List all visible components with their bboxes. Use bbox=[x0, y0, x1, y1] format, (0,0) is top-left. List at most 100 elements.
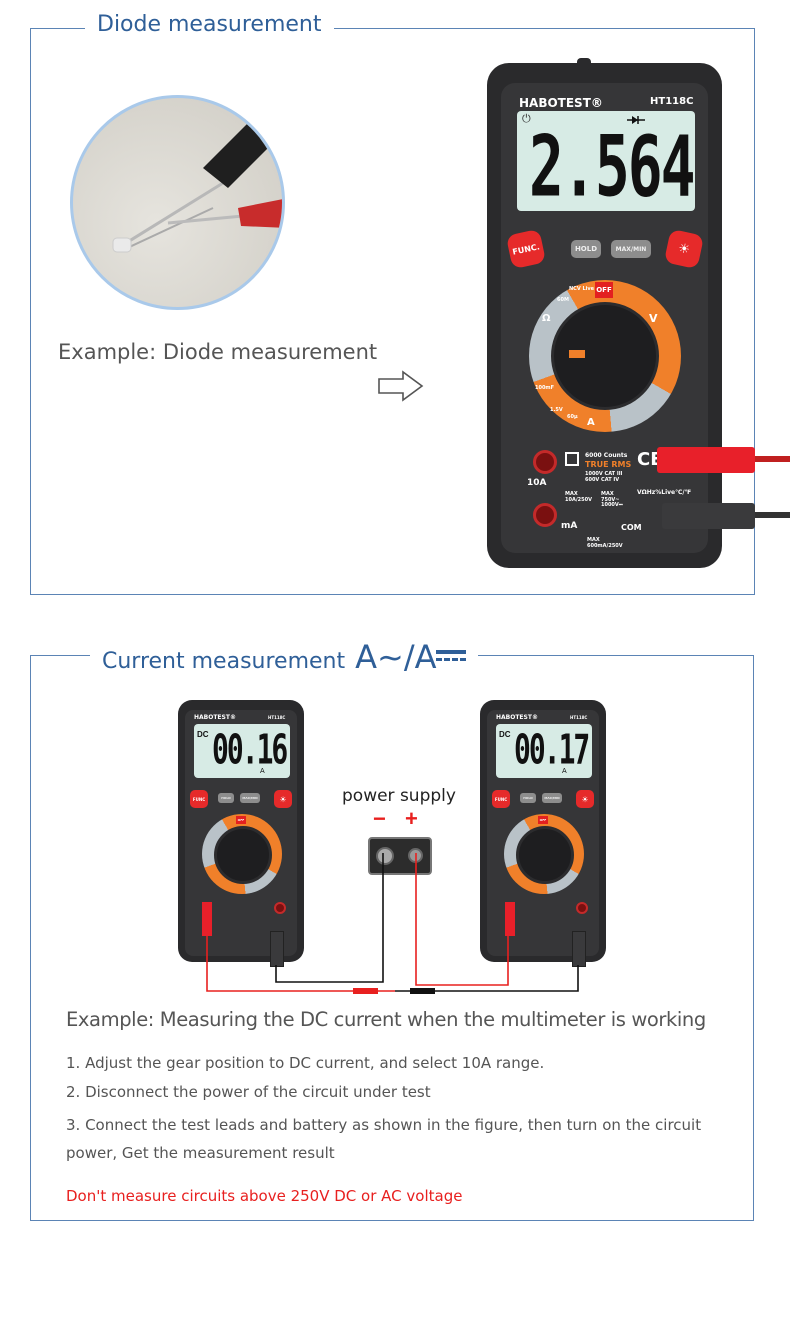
positive-terminal bbox=[408, 848, 423, 863]
backlight-icon: ☀ bbox=[581, 794, 589, 804]
dial-label-ohm: Ω bbox=[542, 313, 551, 324]
jack-ma-label: mA bbox=[561, 521, 578, 531]
hold-button[interactable]: HOLD bbox=[218, 793, 234, 803]
diode-photo bbox=[70, 95, 285, 310]
power-icon: ⏻ bbox=[522, 113, 531, 125]
ac-current-symbol: A~ bbox=[355, 638, 404, 676]
max-ma-label: MAX 600mA/250V bbox=[587, 537, 623, 549]
dc-symbol-icon bbox=[436, 650, 467, 662]
hold-button[interactable]: HOLD bbox=[571, 240, 601, 258]
dial-label-60m-ohm: 60M bbox=[557, 297, 569, 303]
negative-terminal bbox=[376, 847, 394, 865]
current-section-title: Current measurement bbox=[102, 649, 346, 674]
step-1: 1. Adjust the gear position to DC curren… bbox=[66, 1054, 545, 1072]
rotary-dial[interactable] bbox=[504, 814, 584, 894]
black-test-lead bbox=[662, 503, 755, 529]
backlight-icon: ☀ bbox=[279, 794, 287, 804]
diode-section-frame bbox=[30, 28, 755, 595]
cat-rating: 1000V CAT III 600V CAT IV bbox=[585, 471, 623, 483]
black-test-lead-right bbox=[572, 931, 586, 967]
jack-ma bbox=[533, 503, 557, 527]
black-lead-wire bbox=[755, 512, 790, 518]
meter-model: HT118C bbox=[650, 96, 694, 107]
dial-pointer bbox=[569, 350, 585, 358]
dial-label-a: A bbox=[587, 417, 595, 428]
diode-example-text: Example: Diode measurement bbox=[58, 340, 378, 364]
diode-section-title: Diode measurement bbox=[85, 12, 334, 37]
dial-off-label: OFF bbox=[236, 816, 246, 824]
maxmin-button[interactable]: MAX/MIN bbox=[240, 793, 260, 803]
dial-label-100mf: 100mF bbox=[535, 385, 555, 391]
meter-brand: HABOTEST® bbox=[519, 96, 603, 110]
symbol-separator: / bbox=[403, 638, 415, 676]
dial-label-60u: 60μ bbox=[567, 414, 578, 420]
meter-top-nub bbox=[577, 58, 591, 70]
black-test-lead-left bbox=[270, 931, 284, 967]
double-insulation-icon bbox=[565, 452, 579, 466]
com-label: COM bbox=[621, 523, 642, 532]
multimeter-right: HABOTEST® HT118C DC 00.17 A FUNC HOLD MA… bbox=[480, 696, 606, 966]
backlight-icon: ☀ bbox=[676, 240, 692, 258]
dial-label-ncv-live: NCV Live bbox=[569, 286, 595, 292]
red-test-lead-left bbox=[202, 902, 212, 936]
meter-lcd: DC 00.17 A bbox=[496, 724, 592, 778]
unit-label: A bbox=[562, 768, 567, 775]
func-labels: VΩHz%Live℃/℉ bbox=[637, 489, 692, 496]
dial-off-label: OFF bbox=[538, 816, 548, 824]
power-supply-label: power supply bbox=[342, 786, 456, 806]
dial-label-v: V bbox=[649, 312, 658, 325]
step-3: 3. Connect the test leads and battery as… bbox=[66, 1116, 702, 1162]
dial-off-label: OFF bbox=[595, 282, 613, 298]
func-button[interactable]: FUNC bbox=[492, 790, 510, 808]
step-2: 2. Disconnect the power of the circuit u… bbox=[66, 1083, 431, 1101]
func-button[interactable]: FUNC bbox=[190, 790, 208, 808]
max-10a-label: MAX 10A/250V bbox=[565, 491, 592, 503]
lcd-reading: 2.564 bbox=[529, 117, 696, 216]
outline-right-arrow-icon bbox=[378, 370, 424, 402]
multimeter-left: HABOTEST® HT118C DC 00.16 A FUNC HOLD MA… bbox=[178, 696, 304, 966]
dc-current-symbol: A bbox=[414, 638, 437, 676]
red-test-lead-right bbox=[505, 902, 515, 936]
true-rms-label: TRUE RMS bbox=[585, 460, 632, 469]
rotary-dial[interactable] bbox=[529, 280, 681, 432]
lcd-reading: 00.16 bbox=[212, 726, 288, 774]
jack-10a bbox=[533, 450, 557, 474]
current-example-text: Example: Measuring the DC current when t… bbox=[66, 1008, 706, 1031]
meter-lcd: ⏻ 2.564 bbox=[517, 111, 696, 216]
red-lead-wire bbox=[755, 456, 790, 462]
multimeter-diode: HABOTEST® HT118C ⏻ 2.564 FUNC. HOLD MAX/… bbox=[487, 58, 722, 573]
warning-text: Don't measure circuits above 250V DC or … bbox=[66, 1187, 463, 1205]
dc-mode-label: DC bbox=[499, 730, 511, 739]
maxmin-button[interactable]: MAX/MIN bbox=[542, 793, 562, 803]
meter-lcd: DC 00.16 A bbox=[194, 724, 290, 778]
max-v-label: MAX 750V~ 1000V⎓ bbox=[601, 491, 623, 508]
unit-label: A bbox=[260, 768, 265, 775]
minus-terminal-label: − bbox=[373, 806, 386, 831]
diode-probes-illustration bbox=[112, 108, 282, 253]
battery-connector bbox=[368, 837, 432, 875]
meter-model: HT118C bbox=[570, 715, 588, 720]
red-test-lead bbox=[657, 447, 755, 473]
jack-ma bbox=[576, 902, 588, 914]
dial-knob[interactable] bbox=[551, 302, 659, 410]
jack-ma bbox=[274, 902, 286, 914]
maxmin-button[interactable]: MAX/MIN bbox=[611, 240, 651, 258]
ce-mark: CE bbox=[637, 449, 663, 470]
hold-button[interactable]: HOLD bbox=[520, 793, 536, 803]
jack-10a-label: 10A bbox=[527, 478, 547, 488]
dial-label-1-5v: 1.5V bbox=[550, 407, 563, 413]
meter-brand: HABOTEST® bbox=[194, 714, 236, 721]
backlight-button[interactable]: ☀ bbox=[576, 790, 594, 808]
dial-knob[interactable] bbox=[214, 826, 272, 884]
counts-label: 6000 Counts bbox=[585, 452, 628, 459]
meter-model: HT118C bbox=[268, 715, 286, 720]
meter-brand: HABOTEST® bbox=[496, 714, 538, 721]
rotary-dial[interactable] bbox=[202, 814, 282, 894]
dc-mode-label: DC bbox=[197, 730, 209, 739]
plus-terminal-label: + bbox=[405, 806, 418, 831]
diode-mode-icon bbox=[627, 116, 645, 124]
backlight-button[interactable]: ☀ bbox=[274, 790, 292, 808]
current-section-title-wrap: Current measurement A~ / A bbox=[90, 638, 479, 676]
dial-knob[interactable] bbox=[516, 826, 574, 884]
lcd-reading: 00.17 bbox=[514, 726, 590, 774]
